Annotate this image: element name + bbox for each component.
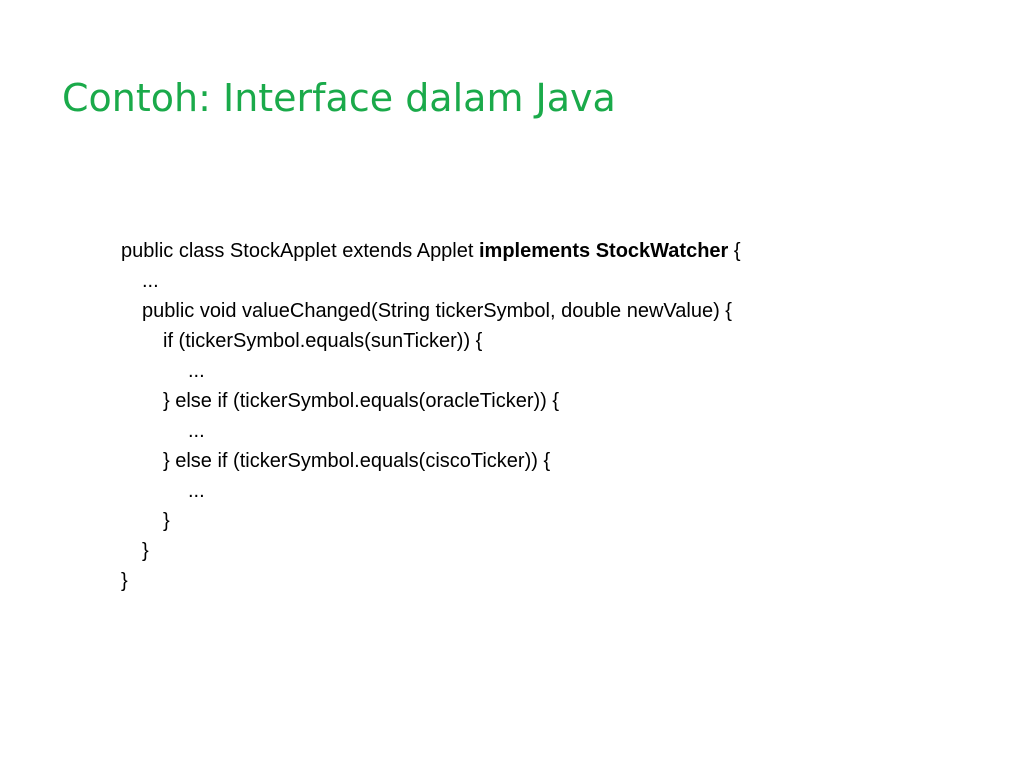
code-line: }: [121, 566, 741, 596]
code-line: ...: [121, 476, 741, 506]
code-line: public void valueChanged(String tickerSy…: [121, 296, 741, 326]
code-text: ...: [188, 420, 205, 442]
code-line: ...: [121, 356, 741, 386]
code-line: }: [121, 536, 741, 566]
code-text: }: [121, 570, 128, 592]
code-line: if (tickerSymbol.equals(sunTicker)) {: [121, 326, 741, 356]
slide-title: Contoh: Interface dalam Java: [62, 76, 616, 120]
code-line: } else if (tickerSymbol.equals(ciscoTick…: [121, 446, 741, 476]
code-text: public class StockApplet extends Applet: [121, 240, 479, 262]
code-text: }: [142, 540, 149, 562]
code-bold-text: implements StockWatcher: [479, 240, 729, 262]
code-line: ...: [121, 416, 741, 446]
code-text: public void valueChanged(String tickerSy…: [142, 300, 732, 322]
code-text: {: [728, 240, 741, 262]
code-text: ...: [188, 360, 205, 382]
code-text: if (tickerSymbol.equals(sunTicker)) {: [163, 330, 483, 352]
code-text: }: [163, 510, 170, 532]
code-text: } else if (tickerSymbol.equals(ciscoTick…: [163, 450, 551, 472]
code-text: ...: [188, 480, 205, 502]
code-line: } else if (tickerSymbol.equals(oracleTic…: [121, 386, 741, 416]
code-line: ...: [121, 266, 741, 296]
code-line: }: [121, 506, 741, 536]
code-line: public class StockApplet extends Applet …: [121, 236, 741, 266]
code-text: } else if (tickerSymbol.equals(oracleTic…: [163, 390, 560, 412]
code-block: public class StockApplet extends Applet …: [121, 236, 741, 596]
code-text: ...: [142, 270, 159, 292]
